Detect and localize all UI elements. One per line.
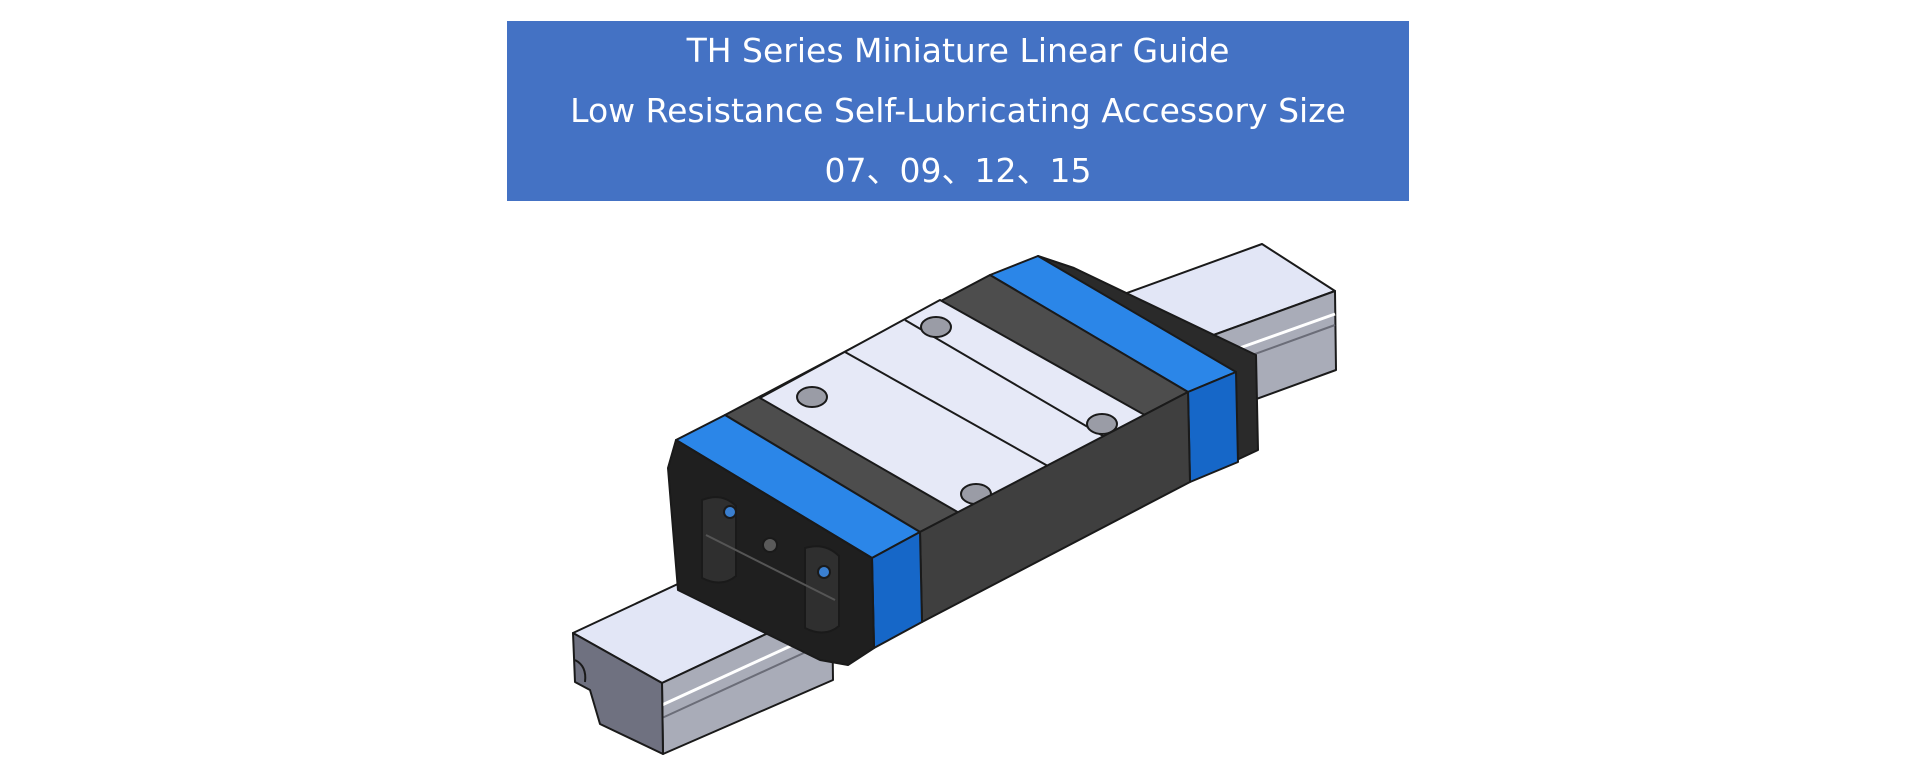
title-banner: TH Series Miniature Linear Guide Low Res…	[507, 21, 1409, 201]
seal-screw-2	[817, 565, 831, 579]
mounting-hole-2	[796, 386, 828, 408]
grease-nipple	[762, 537, 778, 553]
seal-far-side	[1187, 371, 1239, 483]
title-line-sizes: 07、09、12、15	[824, 151, 1092, 190]
rail-end-face	[572, 632, 664, 755]
carriage-block	[667, 255, 1259, 666]
title-line-subtitle: Low Resistance Self-Lubricating Accessor…	[570, 91, 1346, 130]
title-line-series: TH Series Miniature Linear Guide	[686, 31, 1230, 70]
seal-screw-1	[723, 505, 737, 519]
mounting-hole-3	[1086, 413, 1118, 435]
mounting-hole-1	[920, 316, 952, 338]
